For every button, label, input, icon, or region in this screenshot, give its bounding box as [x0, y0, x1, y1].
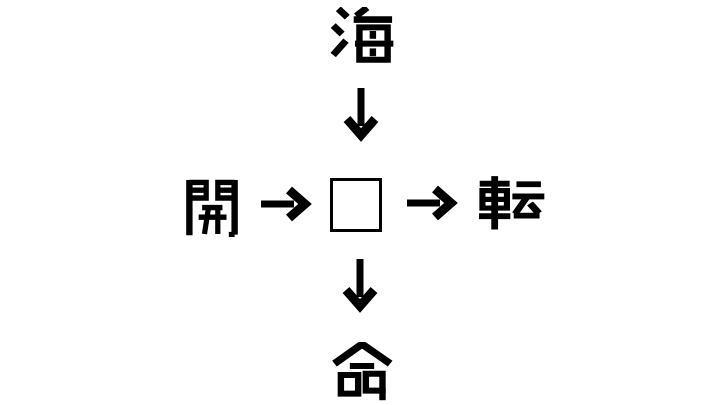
kanji-left-glyph — [186, 179, 238, 237]
kanji-top: 海 — [330, 7, 394, 67]
kanji-top-glyph — [330, 7, 394, 63]
kanji-left: 開 — [183, 177, 241, 237]
arrow-center-to-right: → — [407, 185, 459, 221]
blank-square: □ — [330, 178, 382, 232]
arrow-center-to-bottom: ↓ — [342, 259, 378, 317]
right-arrow-icon — [261, 186, 312, 222]
kanji-right: 転 — [477, 175, 545, 233]
kanji-bottom: 命 — [330, 342, 394, 402]
arrow-top-to-center: ↓ — [343, 88, 379, 146]
kanji-right-glyph — [479, 176, 545, 230]
arrow-left-to-center: → — [261, 186, 313, 222]
blank-square-box — [330, 178, 382, 232]
kanji-bottom-glyph — [332, 342, 393, 401]
down-arrow-icon — [343, 88, 379, 142]
down-arrow-icon — [342, 259, 378, 313]
right-arrow-icon — [407, 185, 458, 221]
